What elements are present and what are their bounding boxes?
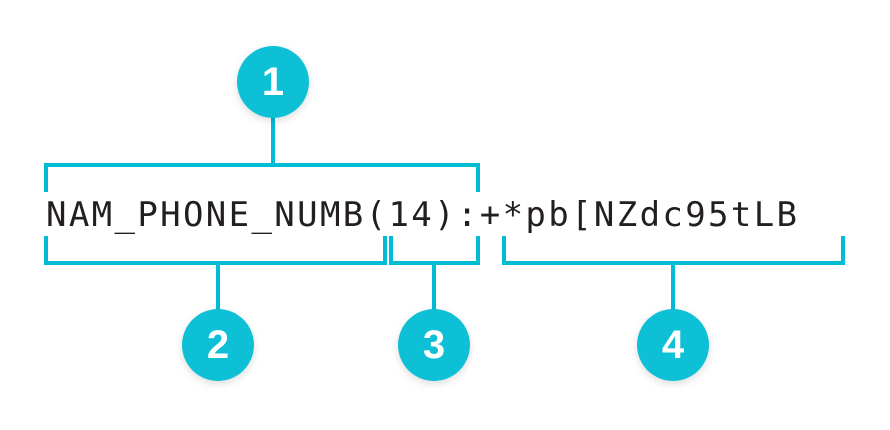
code-string: NAM_PHONE_NUMB(14):+*pb[NZdc95tLB: [46, 195, 800, 235]
badge-circle-1[interactable]: [237, 46, 309, 118]
annotation-group-1[interactable]: 1: [44, 46, 480, 192]
badge-circle-4[interactable]: [637, 309, 709, 381]
badge-label-1: 1: [262, 60, 284, 104]
badge-label-3: 3: [423, 323, 445, 367]
badge-label-4: 4: [662, 323, 685, 367]
annotation-group-4[interactable]: 4: [502, 236, 845, 381]
annotation-group-3[interactable]: 3: [389, 236, 480, 381]
badge-circle-2[interactable]: [182, 309, 254, 381]
badge-circle-3[interactable]: [398, 309, 470, 381]
bracket-4: [502, 236, 845, 265]
badge-label-2: 2: [207, 323, 229, 367]
bracket-2: [44, 236, 387, 265]
bracket-3: [389, 236, 480, 265]
annotation-group-2[interactable]: 2: [44, 236, 387, 381]
bracket-1: [44, 163, 480, 192]
